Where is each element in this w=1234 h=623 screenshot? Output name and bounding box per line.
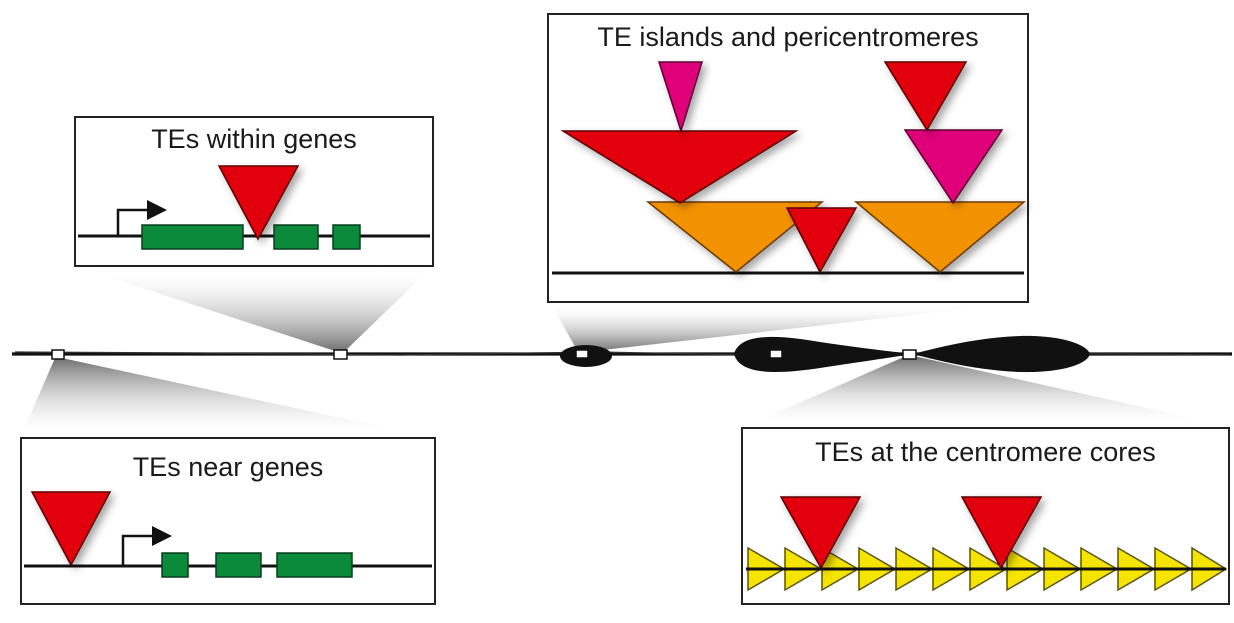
panel-centromere-cores: [733, 419, 1234, 613]
te-insertion: [853, 201, 1027, 273]
te-insertion: [883, 61, 968, 132]
te-insertion: [30, 491, 112, 567]
panel-title-near-genes: TEs near genes: [132, 452, 324, 482]
exon: [141, 224, 244, 250]
promoter-arrow: [121, 526, 172, 566]
chromosome: [12, 335, 1232, 373]
panel-title-within-genes: TEs within genes: [151, 124, 357, 154]
te-insertion: [960, 496, 1043, 570]
locus-marker-centromere: [902, 349, 917, 360]
exon: [273, 224, 319, 250]
locus-marker-within: [333, 349, 348, 360]
exon: [332, 224, 361, 250]
pericentromere-left-arm: [734, 336, 912, 373]
exon: [215, 552, 262, 578]
promoter-arrow: [116, 200, 167, 236]
zoom-funnel-islands: [550, 302, 1027, 352]
te-insertion: [645, 201, 825, 273]
locus-marker-island: [575, 349, 589, 359]
exon: [276, 552, 353, 578]
zoom-funnels: [20, 266, 1234, 438]
te-insertion: [779, 496, 862, 570]
zoom-funnel-near: [20, 358, 434, 438]
exon: [161, 552, 189, 578]
pericentromere-right-arm: [912, 335, 1090, 373]
panel-title-te-islands: TE islands and pericentromeres: [597, 22, 979, 52]
panel-te-islands: [539, 5, 1037, 310]
locus-marker-pericentromere: [769, 349, 783, 359]
zoom-funnel-centromere: [742, 356, 1234, 428]
panel-near-genes: [12, 429, 444, 613]
te-insertion: [657, 61, 704, 134]
te-insertion: [903, 129, 1004, 205]
te-insertion: [785, 207, 858, 274]
locus-marker-near: [51, 349, 65, 360]
zoom-funnel-within: [75, 266, 433, 352]
te-insertion: [560, 130, 799, 204]
panel-title-centromere-cores: TEs at the centromere cores: [815, 437, 1156, 467]
panel-within-genes: [66, 108, 442, 275]
te-insertion: [217, 165, 300, 241]
